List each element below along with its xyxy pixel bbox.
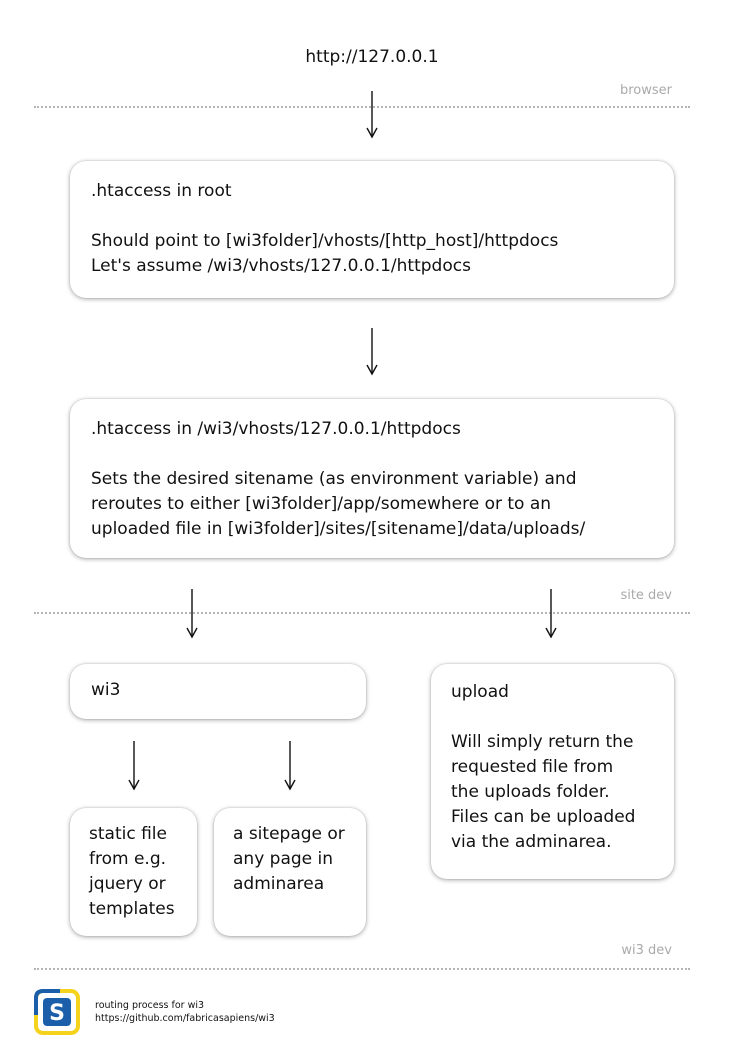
zone-label-browser: browser xyxy=(619,83,672,98)
fabricasapiens-logo: S xyxy=(32,987,82,1037)
box-text-line: jquery or xyxy=(89,874,166,894)
zone-label-site-dev: site dev xyxy=(620,588,672,603)
box-text-line: a sitepage or xyxy=(233,824,345,844)
arrow-down-icon xyxy=(128,741,140,791)
box-text-line: Will simply return the xyxy=(451,732,634,752)
box-title: wi3 xyxy=(91,680,121,700)
zone-divider-site-dev xyxy=(34,612,690,614)
wi3-box: wi3 xyxy=(70,664,366,719)
box-text-line: via the adminarea. xyxy=(451,832,612,852)
footer-link[interactable]: https://github.com/fabricasapiens/wi3 xyxy=(95,1013,275,1024)
arrow-down-icon xyxy=(284,741,296,791)
box-text-line: Files can be uploaded xyxy=(451,807,636,827)
box-text-line: adminarea xyxy=(233,874,325,894)
box-text-line: uploaded file in [wi3folder]/sites/[site… xyxy=(91,519,586,539)
url-label: http://127.0.0.1 xyxy=(305,47,439,67)
arrow-down-icon xyxy=(366,328,378,376)
box-text-line: static file xyxy=(89,824,167,844)
box-text-line: templates xyxy=(89,899,175,919)
arrow-down-icon xyxy=(186,589,198,639)
box-title: upload xyxy=(451,682,509,702)
box-text-line: Let's assume /wi3/vhosts/127.0.0.1/httpd… xyxy=(91,256,471,276)
box-text-line: requested file from xyxy=(451,757,614,777)
arrow-down-icon xyxy=(545,589,557,639)
upload-box: upload Will simply return the requested … xyxy=(431,664,674,879)
htaccess-root-box: .htaccess in root Should point to [wi3fo… xyxy=(70,161,674,298)
zone-divider-browser xyxy=(34,106,690,108)
zone-label-wi3-dev: wi3 dev xyxy=(621,943,672,958)
box-text-line: any page in xyxy=(233,849,334,869)
box-text-line: Sets the desired sitename (as environmen… xyxy=(91,469,577,489)
logo-letter: S xyxy=(49,1001,65,1026)
arrow-down-icon xyxy=(366,91,378,139)
box-text-line: the uploads folder. xyxy=(451,782,610,802)
box-title: .htaccess in root xyxy=(91,181,232,201)
sitepage-box: a sitepage or any page in adminarea xyxy=(214,808,366,936)
footer-caption: routing process for wi3 https://github.c… xyxy=(95,999,275,1025)
zone-divider-wi3-dev xyxy=(34,968,690,970)
footer-title: routing process for wi3 xyxy=(95,1000,205,1011)
box-text-line: from e.g. xyxy=(89,849,167,869)
static-file-box: static file from e.g. jquery or template… xyxy=(70,808,197,936)
box-title: .htaccess in /wi3/vhosts/127.0.0.1/httpd… xyxy=(91,419,461,439)
box-text-line: Should point to [wi3folder]/vhosts/[http… xyxy=(91,231,559,251)
htaccess-httpdocs-box: .htaccess in /wi3/vhosts/127.0.0.1/httpd… xyxy=(70,399,674,558)
box-text-line: reroutes to either [wi3folder]/app/somew… xyxy=(91,494,552,514)
